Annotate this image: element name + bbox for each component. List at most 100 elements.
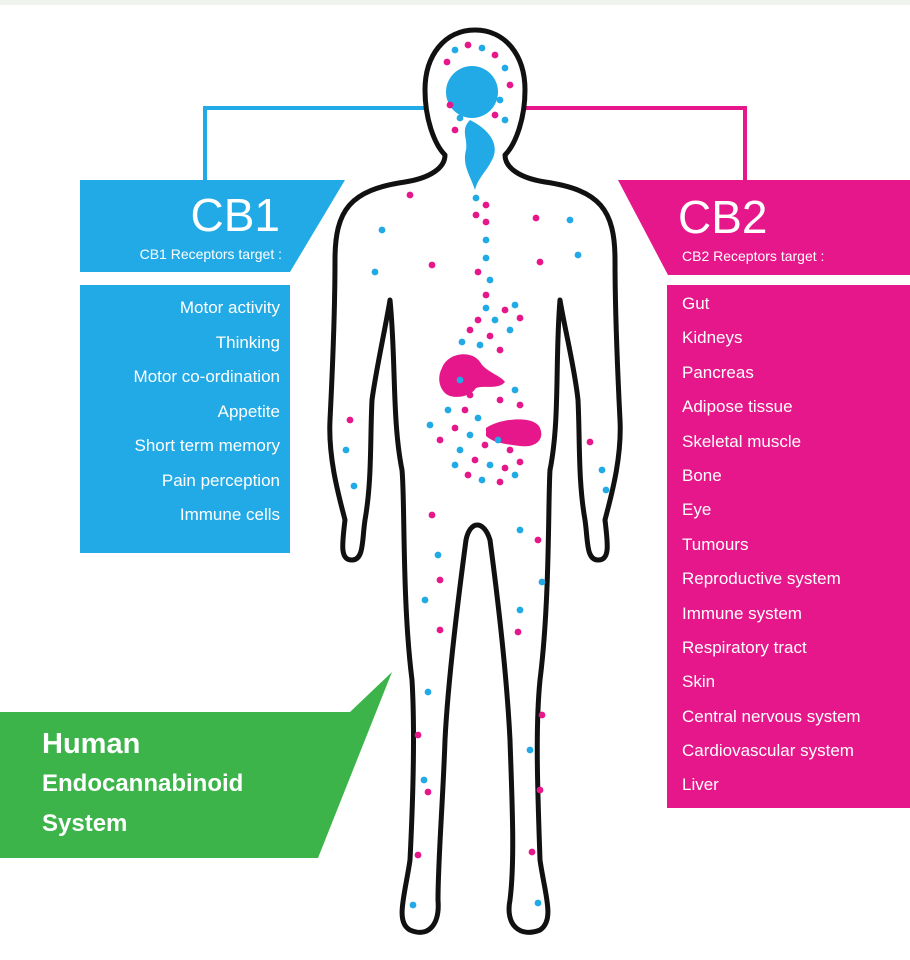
cb2-receptor-dot: [501, 306, 509, 314]
system-label-panel: [0, 672, 392, 858]
cb2-receptor-dot: [491, 51, 499, 59]
cb1-receptor-dot: [342, 446, 350, 454]
cb2-receptor-dot: [491, 111, 499, 119]
cb1-receptor-dot: [409, 901, 417, 909]
cb2-receptor-dot: [506, 446, 514, 454]
cb1-target-item: Thinking: [215, 332, 280, 352]
cb2-receptor-dot: [461, 406, 469, 414]
cb2-receptor-dot: [424, 788, 432, 796]
cb1-receptor-dot: [566, 216, 574, 224]
cb1-receptor-dot: [456, 376, 464, 384]
cb1-receptor-dot: [538, 578, 546, 586]
cb1-target-list: Motor activity Thinking Motor co-ordinat…: [82, 296, 280, 538]
cb1-receptor-dot: [451, 461, 459, 469]
cb1-receptor-dot: [516, 526, 524, 534]
cb1-receptor-dot: [478, 476, 486, 484]
cb2-list-panel: [667, 285, 910, 808]
cb1-target-item: Short term memory: [134, 436, 280, 455]
cb1-receptor-dot: [526, 746, 534, 754]
cb2-receptor-dot: [474, 316, 482, 324]
cb1-receptor-dot: [434, 551, 442, 559]
cb2-receptor-dot: [428, 511, 436, 519]
cb2-receptor-dot: [466, 391, 474, 399]
cb2-receptor-dot: [443, 58, 451, 66]
cb1-receptor-dot: [482, 254, 490, 262]
cb2-receptor-dot: [496, 396, 504, 404]
cb2-receptor-dot: [451, 126, 459, 134]
cb1-receptor-dot: [486, 276, 494, 284]
cb2-target-item: Central nervous system: [682, 706, 861, 726]
cb2-receptor-dot: [486, 332, 494, 340]
cb2-receptor-dot: [516, 401, 524, 409]
cb2-receptor-dot: [516, 314, 524, 322]
cb1-receptor-dot: [598, 466, 606, 474]
cb2-receptor-dot: [532, 214, 540, 222]
cb1-title: CB1: [190, 189, 280, 241]
cb1-receptor-dot: [574, 251, 582, 259]
cb2-receptor-dot: [471, 456, 479, 464]
cb1-receptor-dot: [482, 304, 490, 312]
cb1-receptor-dot: [501, 116, 509, 124]
cb2-receptor-dot: [346, 416, 354, 424]
cb2-header-panel: [618, 180, 910, 275]
cb2-receptor-dot: [464, 471, 472, 479]
cb2-subtitle: CB2 Receptors target :: [682, 248, 825, 264]
cb1-receptor-dot: [472, 194, 480, 202]
cb1-receptor-dot: [371, 268, 379, 276]
cb1-receptor-dot: [534, 899, 542, 907]
cb2-receptor-dot: [436, 576, 444, 584]
cb1-receptor-dot: [511, 301, 519, 309]
cb1-receptor-dot: [501, 64, 509, 72]
cb2-receptor-dot: [451, 424, 459, 432]
cb1-list-panel: [80, 285, 290, 553]
cb2-target-item: Reproductive system: [682, 569, 841, 589]
cb2-receptor-dot: [482, 218, 490, 226]
cb2-receptor-dot: [482, 291, 490, 299]
cb2-receptor-dot: [514, 628, 522, 636]
cb2-receptor-dot: [481, 441, 489, 449]
cb1-receptor-dot: [602, 486, 610, 494]
cb2-target-list: Gut Kidneys Pancreas Adipose tissue Skel…: [682, 292, 902, 808]
cb1-target-item: Motor co-ordination: [133, 367, 280, 386]
cb2-target-item: Eye: [682, 500, 712, 520]
cb2-receptor-dot: [414, 731, 422, 739]
cb1-connector: [203, 106, 455, 180]
cb1-receptor-dot: [466, 431, 474, 439]
cb2-title: CB2: [678, 191, 768, 243]
cb2-receptor-dot: [496, 346, 504, 354]
cb1-receptor-dot: [458, 338, 466, 346]
cb2-receptor-dot: [428, 261, 436, 269]
cb2-receptor-dot: [464, 41, 472, 49]
cb2-target-item: Pancreas: [682, 362, 754, 382]
top-strip: [0, 0, 910, 5]
cb2-receptor-dot: [586, 438, 594, 446]
cb1-receptor-dot: [511, 471, 519, 479]
cb2-target-item: Liver: [682, 775, 719, 795]
cb2-receptor-dot: [534, 536, 542, 544]
cb2-receptor-dot: [538, 711, 546, 719]
cb2-target-item: Skin: [682, 672, 716, 692]
liver-organ: [439, 354, 505, 397]
system-title-line1: Human: [42, 728, 141, 760]
cb1-receptor-dot: [494, 436, 502, 444]
cb2-receptor-dot: [501, 464, 509, 472]
cb2-target-item: Kidneys: [682, 328, 743, 348]
cb2-receptor-dot: [414, 851, 422, 859]
cb2-receptor-dot: [446, 101, 454, 109]
cb1-target-item: Pain perception: [161, 470, 280, 490]
spinal-cord-cluster: [464, 120, 495, 190]
cb2-receptor-dot: [536, 786, 544, 794]
cb2-target-item: Adipose tissue: [682, 397, 793, 417]
cb1-receptor-dot: [491, 316, 499, 324]
cb2-target-item: Skeletal muscle: [682, 431, 802, 451]
cb2-receptor-dot: [528, 848, 536, 856]
cb2-connector: [512, 106, 747, 182]
cb2-target-item: Cardiovascular system: [682, 741, 854, 761]
cb1-receptor-dot: [451, 46, 459, 54]
cb1-receptor-dot: [421, 596, 429, 604]
cb2-receptor-dot: [482, 201, 490, 209]
cb1-target-item: Appetite: [217, 401, 280, 421]
cb2-target-item: Bone: [682, 465, 722, 485]
cb1-receptor-dot: [496, 96, 504, 104]
cb1-header-panel: [80, 180, 345, 272]
